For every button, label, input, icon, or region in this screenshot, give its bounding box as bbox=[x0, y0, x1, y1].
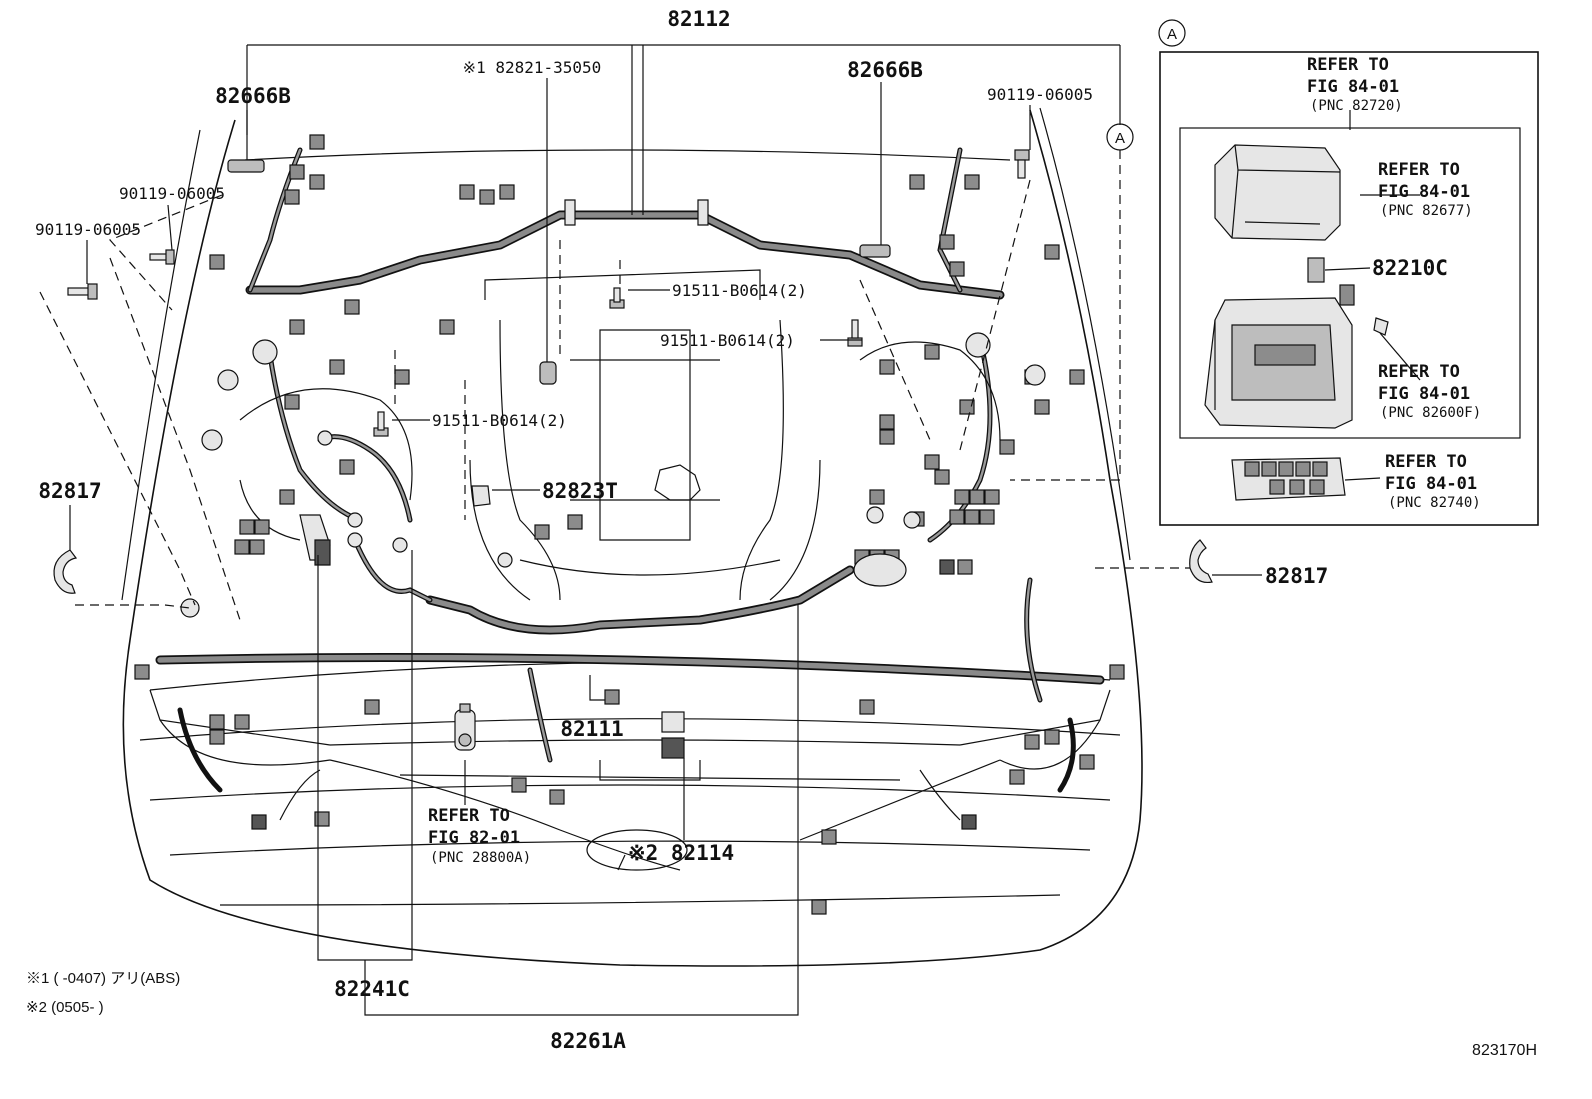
ref-junction-block-line1: REFER TO bbox=[1378, 362, 1460, 382]
ref-inset-top-line3: (PNC 82720) bbox=[1310, 98, 1403, 114]
fuse-block-icon bbox=[1231, 457, 1346, 501]
label-82241c: 82241C bbox=[334, 977, 410, 1001]
ref-junction-block-line2: FIG 84-01 bbox=[1378, 384, 1470, 404]
clamp-left-icon bbox=[227, 159, 265, 173]
protector-right-icon bbox=[1189, 539, 1213, 584]
engine-outline bbox=[469, 269, 821, 601]
label-82111: 82111 bbox=[560, 717, 623, 741]
label-90119-06005-lower: 90119-06005 bbox=[35, 220, 141, 239]
bolt-left-lower-icon bbox=[67, 283, 98, 300]
ref-fuse-block-line3: (PNC 82740) bbox=[1388, 495, 1481, 511]
harness-82114-connector-icon bbox=[661, 711, 685, 759]
label-82666b-left: 82666B bbox=[215, 84, 291, 108]
label-82261a: 82261A bbox=[550, 1029, 626, 1053]
label-91511-b0614-a: 91511-B0614(2) bbox=[672, 281, 807, 300]
label-82821-35050: ※1 82821-35050 bbox=[463, 58, 602, 77]
ref-inset-top-line1: REFER TO bbox=[1307, 55, 1389, 75]
vehicle-body-outline bbox=[121, 107, 1143, 967]
ref-fuse-block-line2: FIG 84-01 bbox=[1385, 474, 1477, 494]
protector-left-icon bbox=[53, 549, 78, 594]
label-91511-b0614-b: 91511-B0614(2) bbox=[660, 331, 795, 350]
clamp-right-icon bbox=[859, 244, 891, 258]
callout-a-main: A bbox=[1115, 130, 1125, 147]
label-82666b-right: 82666B bbox=[847, 58, 923, 82]
label-91511-b0614-c: 91511-B0614(2) bbox=[432, 411, 567, 430]
ref-relay-block-line3: (PNC 82677) bbox=[1380, 203, 1473, 219]
footnote-2: ※2 (0505- ) bbox=[26, 999, 104, 1016]
leader-lines bbox=[69, 44, 1421, 1016]
figure-code: 823170H bbox=[1472, 1042, 1537, 1059]
label-90119-06005-right: 90119-06005 bbox=[987, 85, 1093, 104]
junction-block-icon bbox=[1204, 284, 1355, 429]
relay-block-icon bbox=[1214, 144, 1341, 241]
harness-clip-82821-icon bbox=[539, 361, 557, 385]
callout-a-inset-circle bbox=[1158, 19, 1186, 47]
callout-a-inset: A bbox=[1167, 26, 1177, 43]
label-82210c: 82210C bbox=[1372, 256, 1448, 280]
connectors bbox=[134, 134, 1125, 915]
ref-junction-block: REFER TO FIG 84-01 (PNC 82600F) bbox=[1378, 362, 1481, 421]
ref-junction-block-line3: (PNC 82600F) bbox=[1380, 405, 1481, 421]
relay-82210c-icon bbox=[1307, 257, 1325, 283]
starter-terminal-icon bbox=[454, 703, 476, 751]
callout-a-main-circle bbox=[1106, 123, 1134, 151]
bolt-b0614-a-icon bbox=[609, 287, 625, 309]
footnote-1: ※1 ( -0407) アリ(ABS) bbox=[26, 970, 180, 987]
ref-fuse-block: REFER TO FIG 84-01 (PNC 82740) bbox=[1385, 452, 1481, 511]
label-82823t: 82823T bbox=[542, 479, 618, 503]
ref-starter-line1: REFER TO bbox=[428, 806, 510, 826]
harness-wires bbox=[155, 147, 1105, 821]
bolt-left-upper-icon bbox=[149, 249, 175, 265]
ref-inset-top: REFER TO FIG 84-01 (PNC 82720) bbox=[1307, 55, 1403, 114]
bolt-b0614-c-icon bbox=[373, 411, 389, 437]
bolt-right-icon bbox=[1014, 149, 1030, 179]
dashed-lines bbox=[39, 150, 1190, 621]
label-90119-06005-upper: 90119-06005 bbox=[119, 184, 225, 203]
clip-82600f-icon bbox=[1373, 317, 1389, 336]
ref-fuse-block-line1: REFER TO bbox=[1385, 452, 1467, 472]
label-82817-left: 82817 bbox=[38, 479, 101, 503]
connector-82823t-icon bbox=[471, 485, 491, 507]
ref-starter-line3: (PNC 28800A) bbox=[430, 850, 531, 866]
label-82112: 82112 bbox=[667, 7, 730, 31]
label-82817-right: 82817 bbox=[1265, 564, 1328, 588]
label-82114: ※2 82114 bbox=[628, 841, 734, 865]
ref-relay-block-line1: REFER TO bbox=[1378, 160, 1460, 180]
ref-starter: REFER TO FIG 82-01 (PNC 28800A) bbox=[428, 806, 531, 866]
ref-inset-top-line2: FIG 84-01 bbox=[1307, 77, 1399, 97]
inset-panel bbox=[1159, 51, 1539, 526]
ref-relay-block-line2: FIG 84-01 bbox=[1378, 182, 1470, 202]
ref-starter-line2: FIG 82-01 bbox=[428, 828, 520, 848]
ref-relay-block: REFER TO FIG 84-01 (PNC 82677) bbox=[1378, 160, 1473, 219]
bolt-b0614-b-icon bbox=[847, 319, 863, 347]
